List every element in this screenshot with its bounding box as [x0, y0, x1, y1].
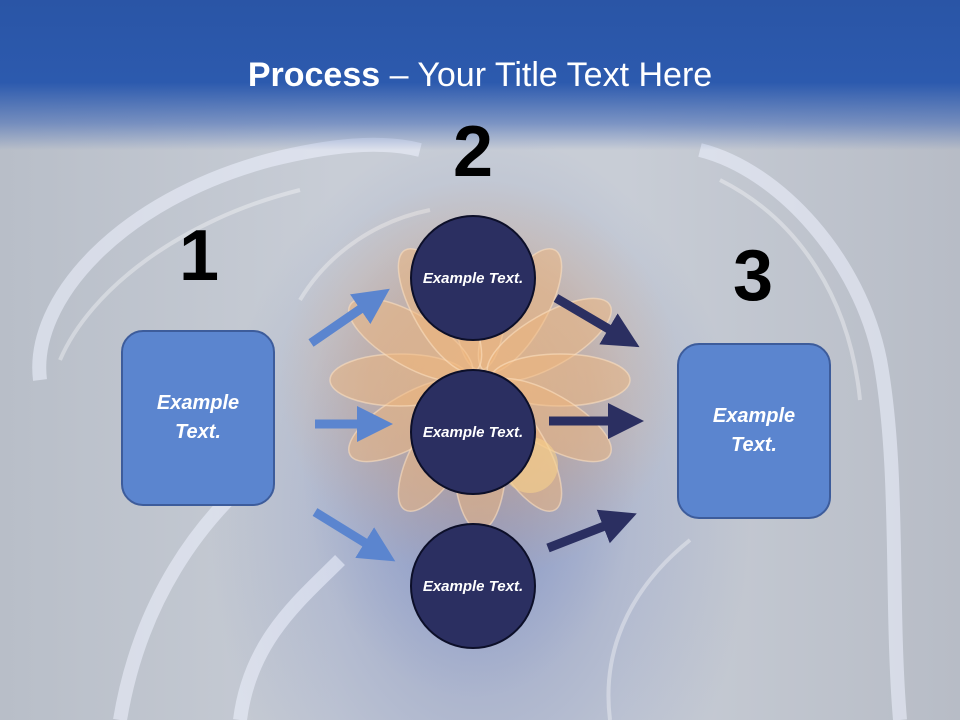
step-3-box: Example Text.: [677, 343, 831, 519]
step-1-box: Example Text.: [121, 330, 275, 506]
arrow-to-circle-top: [308, 288, 390, 347]
title-bar: [0, 0, 960, 150]
arrow-from-circle-top: [553, 294, 640, 348]
title-bold: Process: [247, 56, 381, 94]
step-2-circle-bottom: Example Text.: [410, 523, 536, 649]
step-number-1: 1: [178, 216, 220, 296]
arrow-to-circle-bottom: [312, 508, 396, 562]
title-rest: – Your Title Text Here: [380, 56, 713, 94]
step-1-text: Example Text.: [156, 392, 240, 443]
step-number-3: 3: [732, 236, 774, 316]
circle-bottom-text: Example Text.: [422, 577, 524, 595]
slide-title: Process – Your Title Text Here: [0, 54, 960, 96]
step-2-circle-middle: Example Text.: [410, 369, 536, 495]
arrow-from-circle-bottom: [546, 509, 637, 553]
step-2-circle-top: Example Text.: [410, 215, 536, 341]
step-number-2: 2: [452, 112, 494, 192]
circle-top-text: Example Text.: [422, 269, 524, 287]
step-3-text: Example Text.: [712, 405, 796, 456]
circle-middle-text: Example Text.: [422, 423, 524, 441]
